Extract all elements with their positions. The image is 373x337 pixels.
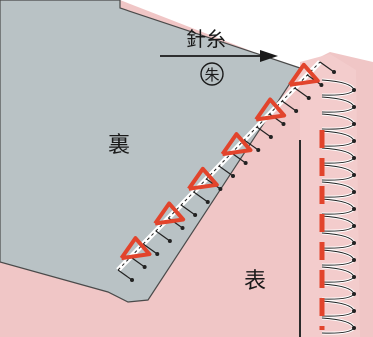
edge-loop-knot <box>352 241 356 245</box>
edge-loop-knot <box>352 207 356 211</box>
needle-thread-loop <box>288 62 320 87</box>
needle-thread-label: 針糸 <box>186 27 226 51</box>
stitch-knot <box>231 174 235 178</box>
back-side-label: 裏 <box>108 133 130 158</box>
edge-loop-knot <box>352 139 356 143</box>
stitch-tick <box>193 191 209 203</box>
edge-loop-knot <box>352 258 356 262</box>
edge-loop-knot <box>352 326 356 330</box>
stitch-tick <box>180 204 196 216</box>
stitch-knot <box>281 122 286 126</box>
stitch-knot <box>142 265 147 269</box>
edge-loop-knot <box>352 224 356 228</box>
stitch-tick <box>218 165 234 177</box>
stitch-knot <box>332 70 336 74</box>
stitch-tick <box>117 269 133 281</box>
needle-thread-loop <box>119 236 152 261</box>
stitch-knot <box>319 83 324 87</box>
edge-loop-knot <box>352 105 356 109</box>
stitch-knot <box>205 200 210 204</box>
back-fabric <box>0 0 301 303</box>
stitch-knot <box>306 96 311 100</box>
front-side-label: 表 <box>244 269 266 294</box>
stitch-knot <box>180 226 185 230</box>
needle-thread-color-label: 朱 <box>204 66 219 84</box>
stitch-knot <box>167 239 172 243</box>
stitch-tick <box>130 256 145 268</box>
stitch-knot <box>243 161 248 165</box>
edge-loop-knot <box>352 309 356 313</box>
stitch-tick <box>231 152 246 164</box>
needle-thread-loop <box>153 201 186 226</box>
edge-loop-knot <box>352 190 356 194</box>
diagonal-stitch-row <box>116 60 336 282</box>
needle-thread-loop <box>220 132 253 157</box>
stitch-knot <box>294 109 299 113</box>
edge-loop-knot <box>352 156 356 160</box>
needle-thread-loop <box>187 166 219 191</box>
circled-character-icon <box>200 62 224 86</box>
serged-edge <box>300 54 360 337</box>
edge-loop-knot <box>352 122 356 126</box>
edge-loop-knot <box>352 88 356 92</box>
arrow-right-icon <box>260 50 278 62</box>
stitch-tick <box>243 139 259 151</box>
stitch-knot <box>218 187 223 191</box>
stitch-tick <box>256 126 272 138</box>
edge-loop-knot <box>352 275 356 279</box>
stitch-tick <box>142 243 158 255</box>
stitch-tick <box>155 230 171 242</box>
needle-thread-loop <box>254 97 287 122</box>
stitch-knot <box>130 278 134 282</box>
stitch-knot <box>155 252 160 256</box>
stitch-knot <box>193 213 198 217</box>
stitch-knot <box>268 135 273 139</box>
stitch-knot <box>256 148 261 152</box>
edge-loop-knot <box>352 292 356 296</box>
stitch-tick <box>319 61 335 73</box>
edge-loop-knot <box>352 173 356 177</box>
stitch-tick <box>294 87 310 99</box>
vertical-stitch-row <box>321 78 356 335</box>
stitch-tick <box>281 100 297 112</box>
background-corner <box>120 0 373 70</box>
